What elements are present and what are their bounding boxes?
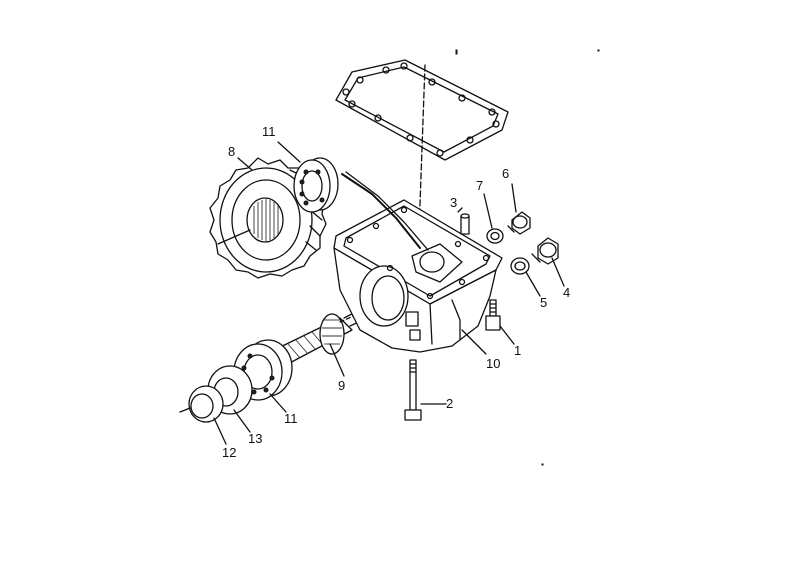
leader-lines [213, 141, 565, 445]
callout-8: 8 [228, 144, 235, 159]
callout-9: 9 [338, 378, 345, 393]
seal [179, 385, 224, 423]
washer-upper [486, 228, 504, 244]
bolt-long [404, 359, 422, 421]
callout-10: 10 [486, 356, 500, 371]
callout-13: 13 [248, 431, 262, 446]
callout-11-upper: 11 [262, 124, 276, 139]
plug-upper [507, 211, 531, 235]
callout-12: 12 [222, 445, 236, 460]
callout-labels: 1 2 3 4 5 6 7 8 9 10 11 11 12 13 [222, 124, 570, 460]
plug-lower [531, 237, 559, 265]
callout-6: 6 [502, 166, 509, 181]
callout-4: 4 [563, 285, 570, 300]
housing [333, 199, 503, 353]
callout-2: 2 [446, 396, 453, 411]
stray-marks [455, 49, 600, 466]
bolt-short [485, 299, 501, 331]
callout-5: 5 [540, 295, 547, 310]
gasket [335, 59, 509, 261]
callout-7: 7 [476, 178, 483, 193]
pin [460, 213, 470, 235]
callout-3: 3 [450, 195, 457, 210]
upper-bearing [293, 157, 339, 213]
shift-rod [341, 171, 429, 251]
callout-11-lower: 11 [284, 411, 298, 426]
shaft [269, 289, 413, 367]
washer-lower [510, 257, 530, 275]
callout-1: 1 [514, 343, 521, 358]
